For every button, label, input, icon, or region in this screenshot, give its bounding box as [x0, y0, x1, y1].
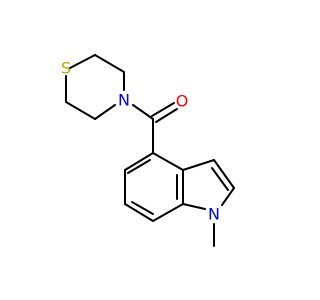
bond-n-carbonyl-c	[132, 104, 154, 120]
bond-c2-n1	[221, 187, 235, 206]
bond-carbonyl-double-a	[151, 102, 175, 117]
amide-group	[132, 102, 178, 154]
thiomorpholine-ring	[65, 54, 125, 120]
bond-carbonyl-double-b	[155, 108, 178, 123]
bond-c3a-c4	[152, 152, 184, 171]
morpholine-nitrogen-label: N	[118, 91, 130, 110]
bond-c4-c5-inner	[127, 159, 151, 174]
bond-s-c1	[69, 54, 96, 69]
bond-c4-c5	[124, 152, 154, 171]
chemical-structure: S N O N	[61, 54, 235, 247]
sulfur-atom-label: S	[61, 59, 71, 78]
bond-c3-c2	[213, 159, 235, 189]
bond-c6-c7-inner	[131, 201, 154, 215]
bond-n1-c7a	[182, 203, 206, 210]
bond-c7-c7a	[152, 203, 184, 222]
carbonyl-oxygen-label: O	[176, 92, 189, 111]
indole-benzene-ring	[124, 152, 184, 222]
bond-c3-c4	[65, 101, 96, 120]
indole-pyrrole-ring	[182, 159, 235, 210]
bond-c1-c2	[94, 54, 125, 73]
bond-n-c3	[94, 104, 116, 120]
bond-c3a-c3	[182, 159, 215, 171]
indole-nitrogen-label: N	[208, 205, 220, 224]
bond-c6-c7	[124, 203, 154, 222]
bond-c3-c2-inner	[211, 167, 229, 191]
